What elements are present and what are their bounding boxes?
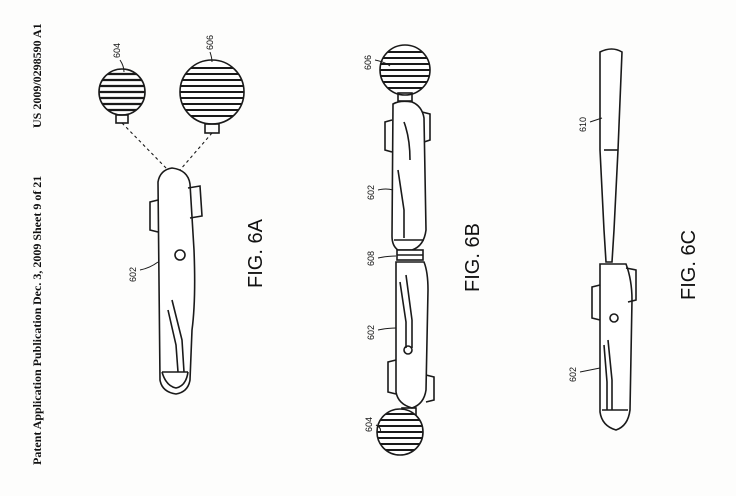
ref-608-6b: 608 (366, 250, 376, 266)
fig6a-ball-606 (179, 59, 245, 134)
ref-604-6b: 604 (364, 416, 374, 432)
fig6a-label: FIG. 6A (245, 219, 267, 288)
fig6c-bat-610 (599, 48, 623, 263)
ref-602-6b-upper: 602 (366, 184, 376, 200)
ref-604-6a: 604 (112, 42, 122, 58)
fig6a-ball-604 (98, 68, 146, 124)
ref-606-6b: 606 (363, 54, 373, 70)
fig6b-label: FIG. 6B (462, 223, 484, 292)
fig6c-label: FIG. 6C (678, 229, 700, 300)
fig6c-controller-602 (591, 263, 637, 431)
ref-602-6a: 602 (128, 266, 138, 282)
ref-610-6c: 610 (578, 116, 588, 132)
fig6b-ball-604 (376, 408, 424, 456)
ref-602-6b-lower: 602 (366, 324, 376, 340)
fig6b-ball-606 (379, 44, 431, 102)
fig6a-projection (121, 122, 213, 171)
fig6b-connector-608 (396, 249, 424, 261)
fig6b-controller-upper (384, 100, 431, 251)
fig6a-controller-602 (149, 167, 203, 395)
fig6b-controller-lower (387, 261, 435, 417)
ref-606-6a: 606 (205, 34, 215, 50)
ref-602-6c: 602 (568, 366, 578, 382)
leader-lines (119, 51, 603, 433)
